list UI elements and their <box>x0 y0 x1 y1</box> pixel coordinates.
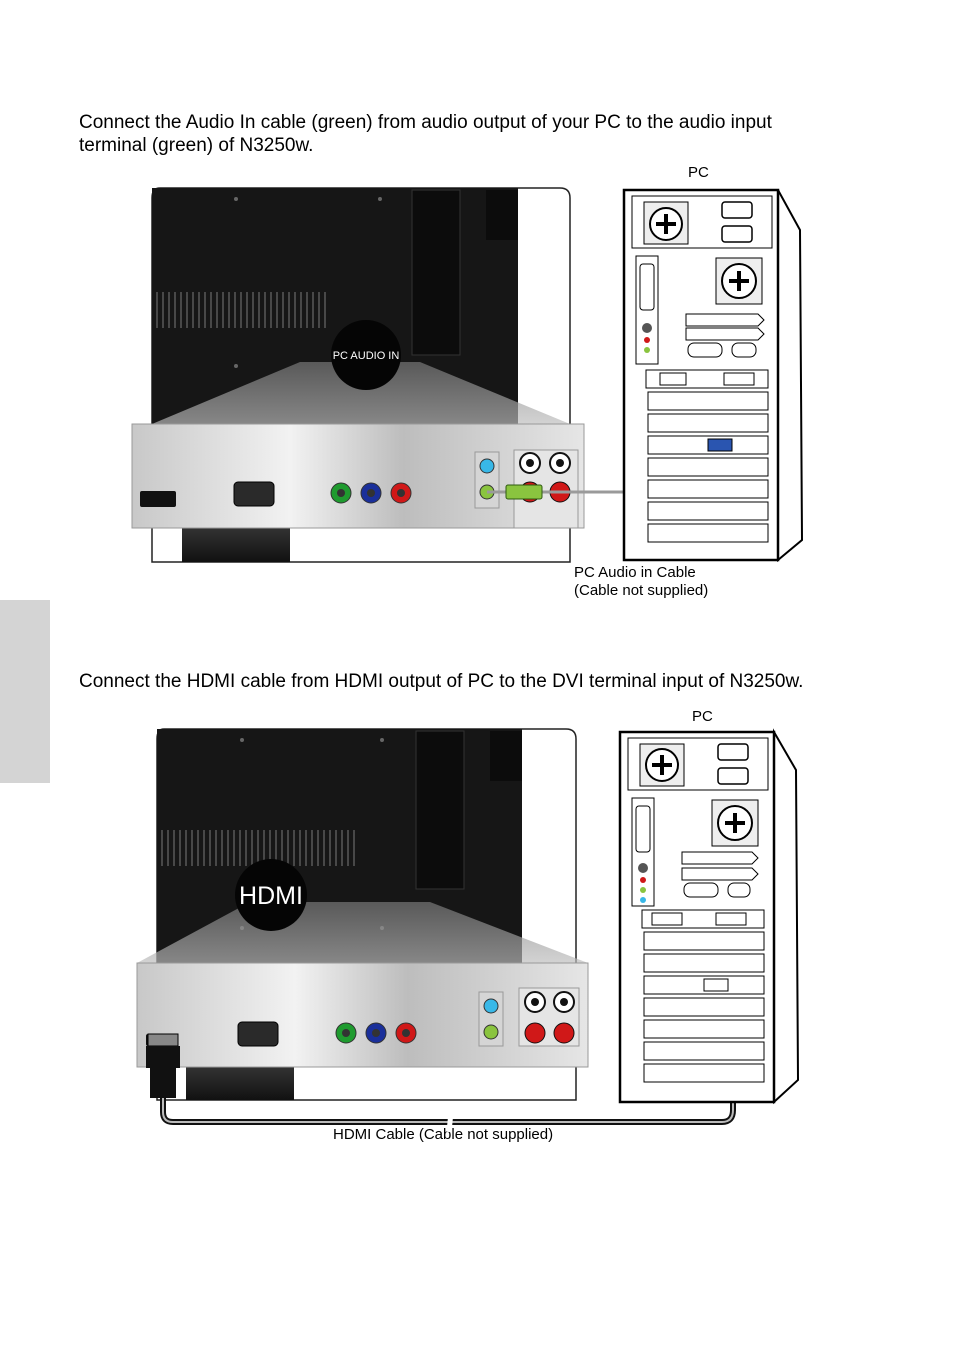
audio-cable-label-line2: (Cable not supplied) <box>574 582 709 599</box>
instruction-audio-line2: terminal (green) of N3250w. <box>79 135 314 156</box>
page-side-tab <box>0 600 50 783</box>
zoomed-port-panel-2 <box>136 962 589 1068</box>
hdmi-port-1 <box>140 491 176 507</box>
vga-port-1 <box>233 481 275 507</box>
instruction-audio: Connect the Audio In cable (green) from … <box>79 111 879 157</box>
audio-cable-label: PC Audio in Cable (Cable not supplied) <box>574 564 708 600</box>
zoom-label-pc-audio-in: PC AUDIO IN <box>333 350 400 362</box>
zoomed-port-panel-1 <box>131 423 585 529</box>
audio-cable-label-line1: PC Audio in Cable <box>574 564 696 581</box>
pc-label-bottom: PC <box>692 708 713 725</box>
pc-label-top: PC <box>688 164 709 181</box>
vent-grille-1 <box>156 292 326 328</box>
instruction-audio-line1: Connect the Audio In cable (green) from … <box>79 112 772 133</box>
hdmi-cable-label: HDMI Cable (Cable not supplied) <box>333 1126 554 1143</box>
zoom-callout-1: PC AUDIO IN <box>331 320 401 390</box>
pc-tower-2 <box>618 728 800 1105</box>
vent-grille-2 <box>161 830 355 866</box>
zoom-callout-2: HDMI <box>235 859 307 931</box>
instruction-hdmi: Connect the HDMI cable from HDMI output … <box>79 671 804 692</box>
zoom-label-hdmi: HDMI <box>239 882 303 910</box>
pc-tower-1 <box>622 188 804 563</box>
